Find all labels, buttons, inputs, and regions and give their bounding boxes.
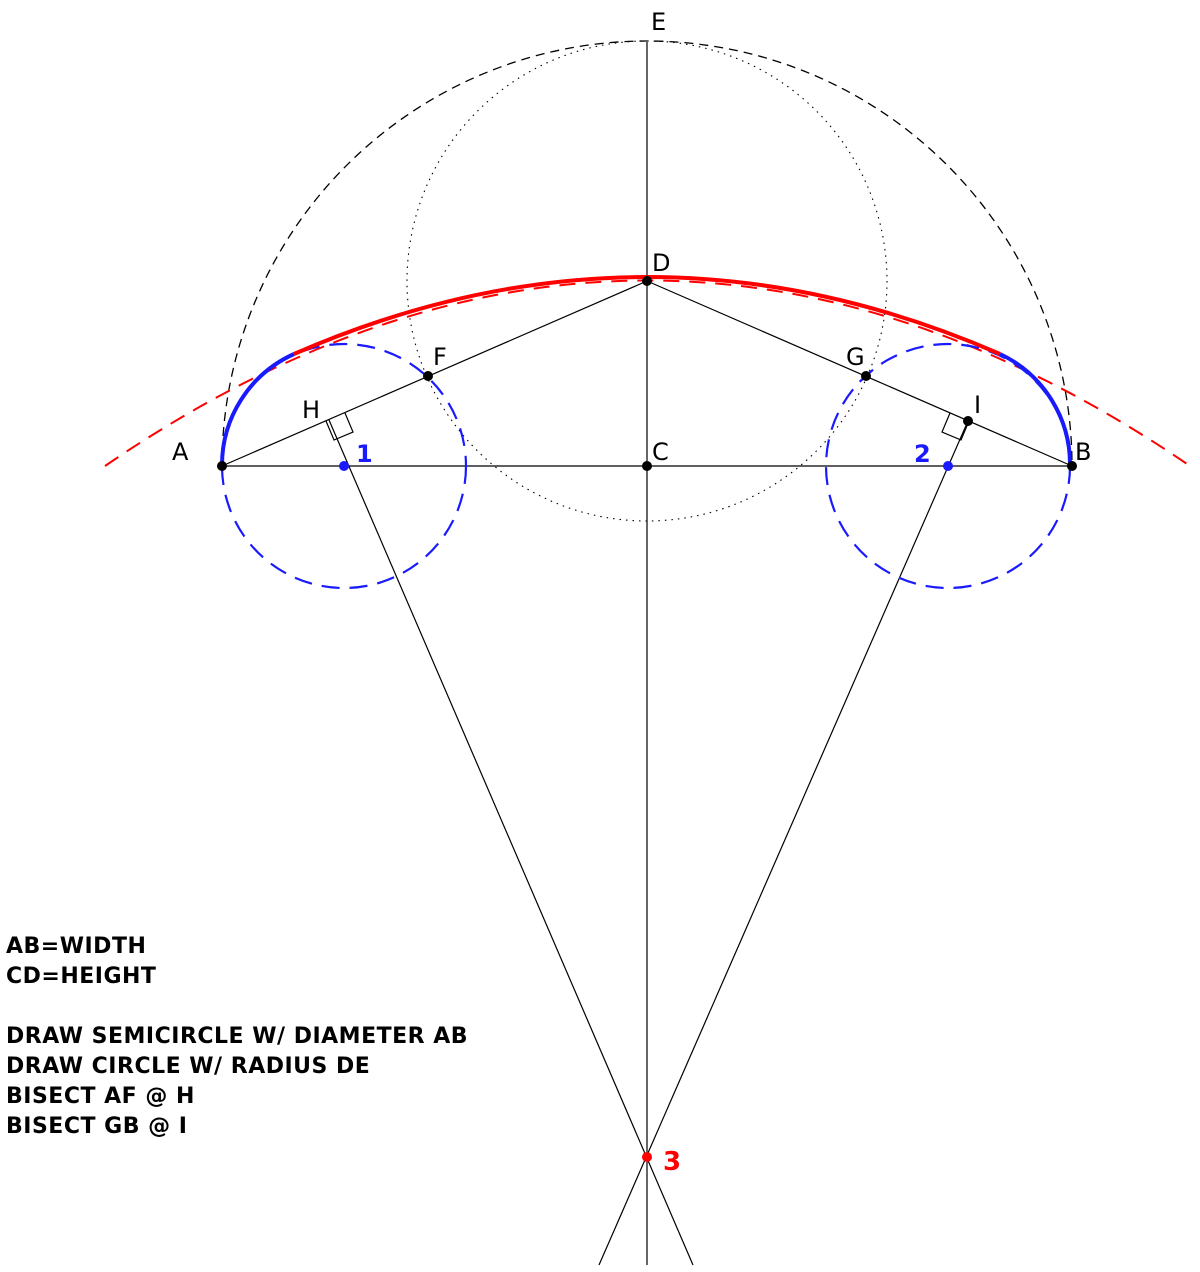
note-bisect-gb: BISECT GB @ I bbox=[6, 1114, 188, 1139]
point-c bbox=[642, 461, 652, 471]
point-1 bbox=[339, 461, 349, 471]
point-d bbox=[642, 276, 652, 286]
note-semicircle: DRAW SEMICIRCLE W/ DIAMETER AB bbox=[6, 1024, 469, 1049]
label-b: B bbox=[1075, 438, 1091, 466]
bisector-line-i bbox=[598, 420, 969, 1266]
label-d: D bbox=[652, 249, 670, 277]
point-b bbox=[1067, 461, 1077, 471]
label-f: F bbox=[433, 343, 447, 371]
label-e: E bbox=[651, 8, 666, 36]
note-spacer bbox=[6, 992, 468, 1022]
points bbox=[217, 276, 1077, 1162]
point-a bbox=[217, 461, 227, 471]
label-c: C bbox=[652, 438, 669, 466]
circle-1-dashed bbox=[220, 342, 468, 590]
point-2 bbox=[943, 461, 953, 471]
label-2: 2 bbox=[914, 440, 931, 468]
point-i bbox=[963, 416, 973, 426]
note-height: CD=HEIGHT bbox=[6, 964, 157, 989]
label-h: H bbox=[302, 396, 320, 424]
right-angle-i bbox=[941, 412, 970, 441]
semicircle-ab bbox=[221, 40, 1073, 467]
right-angle-h bbox=[325, 412, 354, 441]
circle-radius-de bbox=[406, 40, 888, 522]
blue-arc-right bbox=[999, 352, 1073, 467]
label-a: A bbox=[172, 438, 189, 466]
label-i: I bbox=[974, 391, 981, 419]
label-1: 1 bbox=[356, 440, 373, 468]
note-width: AB=WIDTH bbox=[6, 934, 147, 959]
point-f bbox=[423, 371, 433, 381]
note-bisect-af: BISECT AF @ H bbox=[6, 1084, 195, 1109]
line-ad bbox=[221, 280, 648, 467]
line-db bbox=[646, 280, 1073, 467]
point-g bbox=[861, 371, 871, 381]
point-3 bbox=[642, 1152, 652, 1162]
construction-notes: AB=WIDTH CD=HEIGHT DRAW SEMICIRCLE W/ DI… bbox=[6, 932, 468, 1142]
blue-arc-left bbox=[219, 352, 295, 467]
bisector-line-h bbox=[328, 419, 694, 1266]
note-circle: DRAW CIRCLE W/ RADIUS DE bbox=[6, 1054, 371, 1079]
label-3: 3 bbox=[663, 1147, 681, 1177]
label-g: G bbox=[846, 343, 865, 371]
